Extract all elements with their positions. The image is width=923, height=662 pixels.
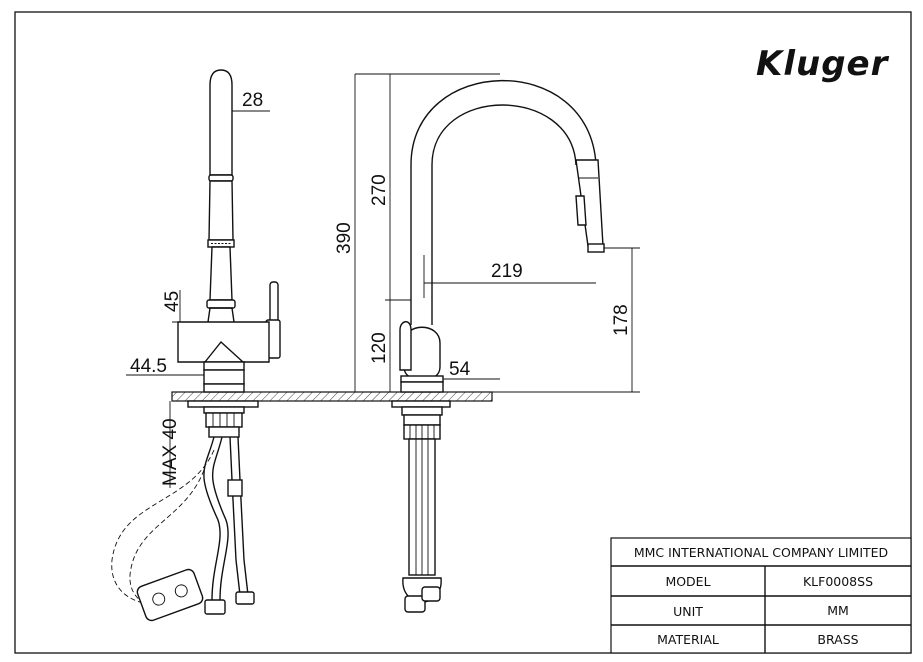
front-view-dimensions: 390 270 120 219 178 54 (334, 73, 640, 393)
dim-spout-diameter: 28 (242, 90, 263, 111)
title-block: MMC INTERNATIONAL COMPANY LIMITED MODEL … (610, 537, 912, 654)
title-block-label-unit: UNIT (673, 604, 703, 619)
title-block-value-unit: MM (827, 603, 849, 618)
title-block-value-material: BRASS (817, 632, 858, 647)
title-block-label-material: MATERIAL (657, 632, 719, 647)
dim-lever-height: 45 (162, 291, 183, 312)
dim-reach: 219 (491, 261, 523, 282)
side-view-faucet (111, 69, 281, 622)
dim-total-height: 390 (334, 222, 355, 254)
side-view-dimensions: 28 45 44.5 MAX 40 (126, 90, 270, 488)
dim-base-width: 44.5 (130, 356, 167, 377)
dim-max-mount: MAX 40 (160, 418, 181, 486)
dim-upper-height: 270 (369, 174, 390, 206)
dim-spout-height: 178 (611, 304, 632, 336)
brand-logo: Kluger (756, 44, 890, 84)
drawing-border (14, 11, 912, 654)
dim-base-diameter: 54 (449, 359, 471, 380)
front-view-faucet (391, 80, 605, 613)
title-block-label-model: MODEL (665, 574, 710, 589)
countertop (171, 391, 493, 402)
title-block-company: MMC INTERNATIONAL COMPANY LIMITED (634, 545, 888, 560)
title-block-value-model: KLF0008SS (803, 574, 873, 589)
dim-lower-height: 120 (369, 332, 390, 364)
